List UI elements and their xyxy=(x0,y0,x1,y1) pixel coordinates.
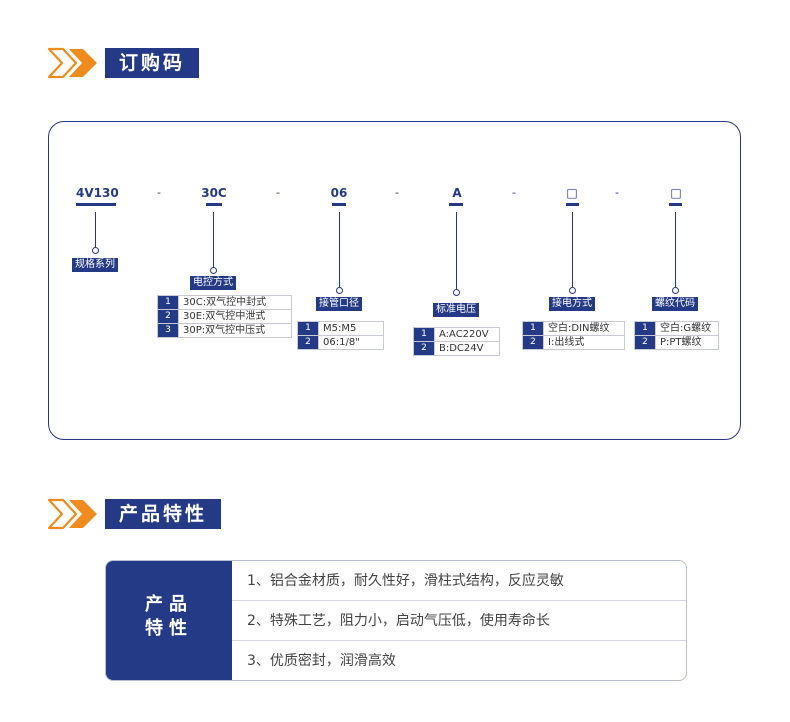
tag-thread: 螺纹代码 xyxy=(652,297,698,311)
features-heading-line1: 产品 xyxy=(145,594,193,615)
double-chevron-icon xyxy=(47,46,105,80)
code-separator: - xyxy=(276,186,280,199)
option-text: 30C:双气控中封式 xyxy=(178,295,292,310)
code-separator: - xyxy=(157,186,161,199)
code-underline xyxy=(206,203,222,206)
features-title: 产品特性 xyxy=(105,499,222,529)
connector-line xyxy=(456,212,458,290)
option-text: 30E:双气控中泄式 xyxy=(178,309,292,324)
code-separator: - xyxy=(395,186,399,199)
tag-series: 规格系列 xyxy=(72,258,118,272)
option-text: M5:M5 xyxy=(318,321,384,336)
code-underline xyxy=(669,203,682,206)
code-part-voltage: A xyxy=(452,186,462,200)
option-text: I:出线式 xyxy=(543,335,625,350)
option-text: 30P:双气控中压式 xyxy=(178,323,292,338)
option-text: B:DC24V xyxy=(434,341,500,356)
connector-dot xyxy=(569,287,576,294)
option-text: 空白:G螺纹 xyxy=(655,321,719,336)
features-heading-line2: 特性 xyxy=(145,618,193,639)
connector-line xyxy=(339,212,341,288)
feature-item: 2、特殊工艺，阻力小，启动气压低，使用寿命长 xyxy=(232,601,686,641)
code-separator: - xyxy=(512,186,516,199)
code-underline xyxy=(566,203,579,206)
option-number: 2 xyxy=(157,309,179,324)
connector-line xyxy=(572,212,574,288)
connector-line xyxy=(95,212,97,248)
code-part-port: 06 xyxy=(330,186,348,200)
features-header: 产品特性 xyxy=(47,497,222,531)
code-part-thread: □ xyxy=(670,186,682,200)
tag-port: 接管口径 xyxy=(316,297,362,311)
double-chevron-icon xyxy=(47,497,105,531)
code-separator: - xyxy=(615,186,619,199)
option-number: 3 xyxy=(157,323,179,338)
option-number: 2 xyxy=(413,341,435,356)
code-underline xyxy=(332,203,346,206)
features-heading: 产品 特性 xyxy=(106,561,232,680)
tag-wiring: 接电方式 xyxy=(549,297,595,311)
connector-line xyxy=(213,212,215,268)
connector-dot xyxy=(210,267,217,274)
option-number: 1 xyxy=(522,321,544,336)
tag-voltage: 标准电压 xyxy=(433,303,479,317)
connector-dot xyxy=(336,287,343,294)
option-number: 2 xyxy=(297,335,319,350)
connector-line xyxy=(675,212,677,288)
connector-dot xyxy=(92,247,99,254)
option-text: 空白:DIN螺纹 xyxy=(543,321,625,336)
option-number: 1 xyxy=(157,295,179,310)
code-part-series: 4V130 xyxy=(76,186,119,200)
option-number: 2 xyxy=(522,335,544,350)
option-text: 06:1/8" xyxy=(318,335,384,350)
code-underline xyxy=(76,203,116,206)
connector-dot xyxy=(453,289,460,296)
order-code-panel xyxy=(48,121,741,440)
option-number: 2 xyxy=(634,335,656,350)
option-text: A:AC220V xyxy=(434,327,500,342)
feature-item: 3、优质密封，润滑高效 xyxy=(247,653,396,669)
option-number: 1 xyxy=(634,321,656,336)
code-part-control: 30C xyxy=(201,186,227,200)
option-text: P:PT螺纹 xyxy=(655,335,719,350)
feature-item: 1、铝合金材质，耐久性好，滑柱式结构，反应灵敏 xyxy=(232,561,686,601)
order-code-header: 订购码 xyxy=(47,46,200,80)
code-underline xyxy=(449,203,463,206)
code-part-wiring: □ xyxy=(566,186,578,200)
tag-control: 电控方式 xyxy=(190,276,236,290)
option-number: 1 xyxy=(413,327,435,342)
features-table: 产品 特性 1、铝合金材质，耐久性好，滑柱式结构，反应灵敏 2、特殊工艺，阻力小… xyxy=(105,560,687,681)
option-number: 1 xyxy=(297,321,319,336)
order-code-title: 订购码 xyxy=(105,48,200,78)
connector-dot xyxy=(672,287,679,294)
